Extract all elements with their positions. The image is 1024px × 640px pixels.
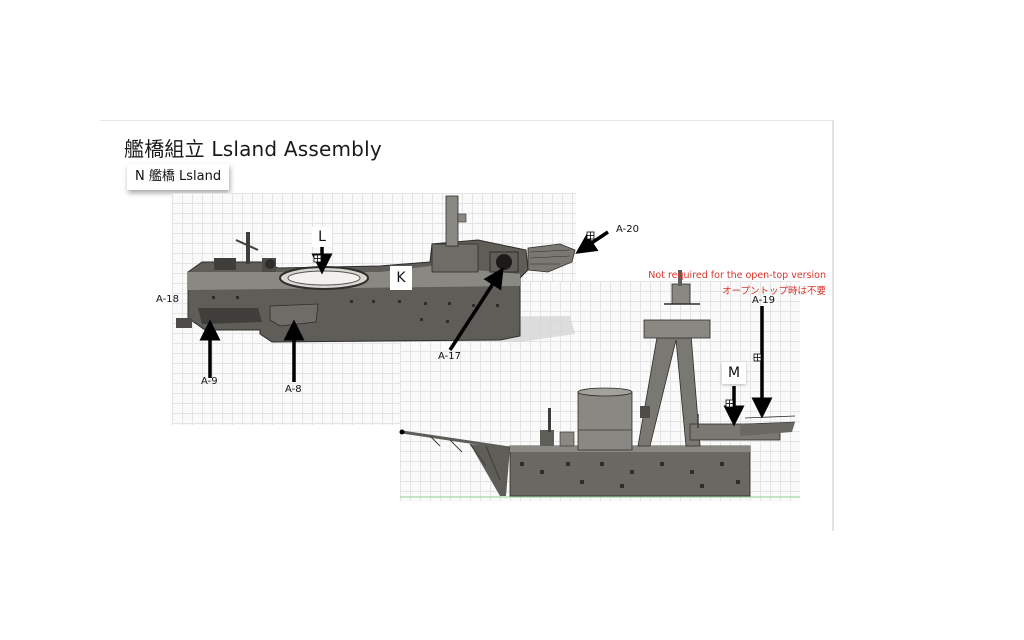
label-a9: A-9 xyxy=(201,376,218,387)
part-letter-k: K xyxy=(390,266,412,290)
part-markers xyxy=(313,231,762,408)
label-a19: A-19 xyxy=(752,295,775,306)
part-letter-m: M xyxy=(722,362,746,384)
note-japanese: オープントップ時は不要 xyxy=(722,286,826,297)
assembly-arrows xyxy=(199,230,773,427)
island-top-view xyxy=(176,195,576,343)
label-a18: A-18 xyxy=(156,294,179,305)
label-a20: A-20 xyxy=(616,224,639,235)
island-side-view xyxy=(399,270,800,498)
page-title: 艦橋組立 Lsland Assembly xyxy=(124,137,382,161)
note-english: Not required for the open-top version xyxy=(648,270,826,281)
label-a8: A-8 xyxy=(285,384,302,395)
arrow-a17 xyxy=(448,267,504,351)
arrow-a20 xyxy=(575,230,609,254)
label-a17: A-17 xyxy=(438,351,461,362)
part-letter-l: L xyxy=(312,227,332,247)
section-tag: N 艦橋 Lsland xyxy=(127,164,230,190)
